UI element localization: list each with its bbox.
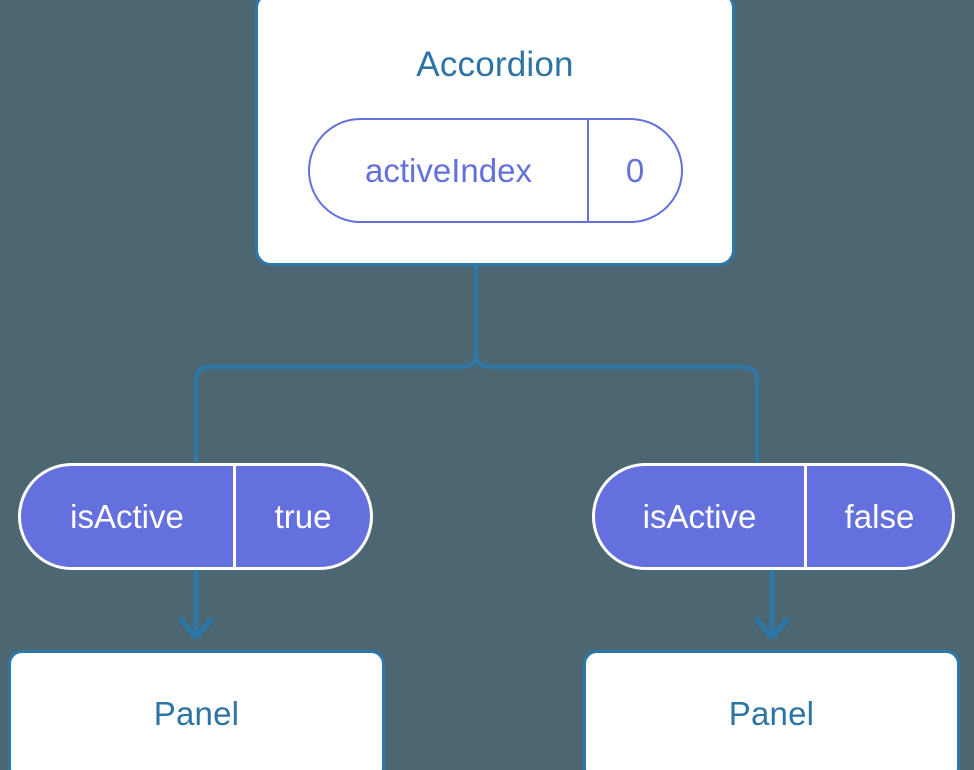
prop-pill-key: isActive <box>70 497 184 535</box>
connector-branch-right <box>474 351 759 464</box>
state-pill-active-index[interactable]: activeIndex 0 <box>308 118 683 223</box>
state-pill-value: 0 <box>587 120 681 221</box>
component-title-accordion: Accordion <box>416 45 574 84</box>
connector-trunk-branch <box>194 264 478 464</box>
component-card-panel-right[interactable]: Panel <box>583 650 960 770</box>
component-title-panel-left: Panel <box>153 695 240 732</box>
prop-pill-is-active-true[interactable]: isActive true <box>18 463 373 570</box>
prop-pill-value: true <box>233 466 370 567</box>
arrow-down-icon-right <box>754 569 790 640</box>
prop-pill-is-active-false[interactable]: isActive false <box>592 463 955 570</box>
prop-pill-value: false <box>804 466 952 567</box>
component-title-panel-right: Panel <box>728 695 815 732</box>
component-card-panel-left[interactable]: Panel <box>8 650 385 770</box>
prop-pill-key: isActive <box>642 497 757 535</box>
state-pill-key: activeIndex <box>365 151 532 189</box>
arrow-down-icon-left <box>178 569 214 640</box>
